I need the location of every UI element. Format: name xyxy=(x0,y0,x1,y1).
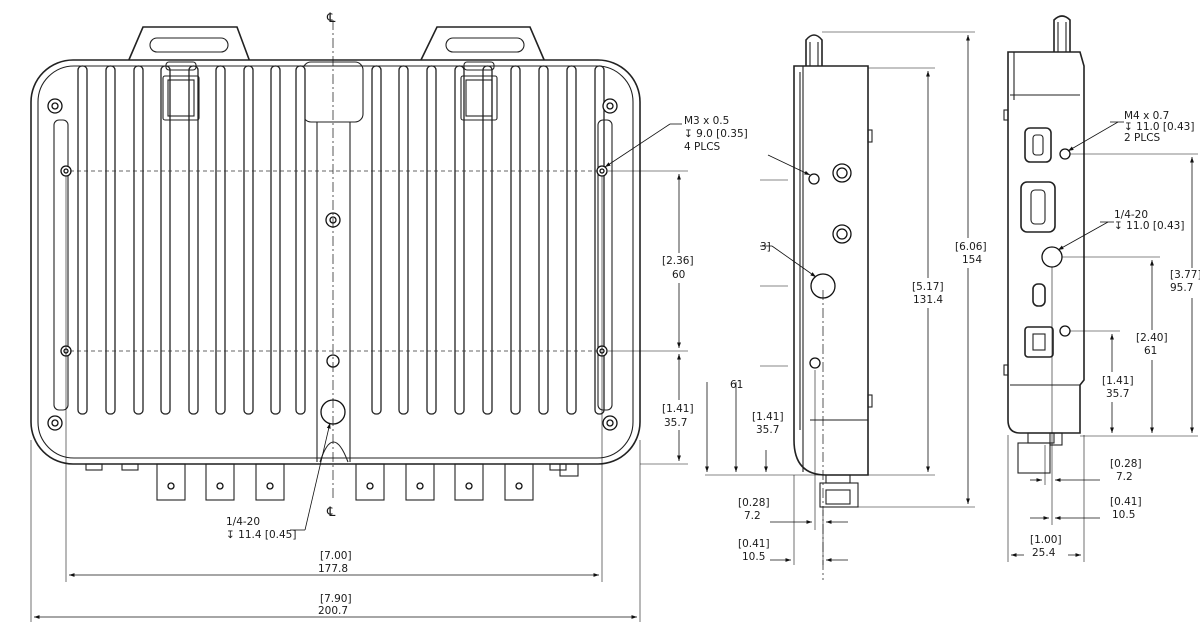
side-dim-61: 61 xyxy=(730,379,743,391)
side-dim-6-06-inch: [6.06] xyxy=(955,241,987,253)
end-dim-61-mm: 61 xyxy=(1144,345,1157,357)
dim-60-mm: 60 xyxy=(672,269,685,281)
cooling-fin xyxy=(510,65,521,415)
end-dim-1-00-inch: [1.00] xyxy=(1030,534,1062,546)
cooling-fin xyxy=(454,65,465,415)
cooling-fin xyxy=(371,65,382,415)
connector xyxy=(205,463,235,501)
centerline-symbol-bottom: ℄ xyxy=(326,505,336,520)
front-view: ℄ ℄ [2.36] 60 [1.41] 35.7 M3 x 0.5 ↧ 9.0… xyxy=(30,11,748,622)
handle-left xyxy=(126,26,252,63)
cooling-fin xyxy=(105,65,116,415)
cooling-fin xyxy=(243,65,254,415)
end-dim-95-7-mm: 95.7 xyxy=(1170,282,1193,294)
cooling-fin xyxy=(77,65,88,415)
corner-screws xyxy=(47,98,618,431)
callout-m3-line3: 4 PLCS xyxy=(684,141,721,153)
dim-1-41-inch: [1.41] xyxy=(662,403,694,415)
connector xyxy=(405,463,435,501)
callout-end-quarter-line2: ↧ 11.0 [0.43] xyxy=(1114,220,1184,232)
cooling-fin xyxy=(566,65,577,415)
connector xyxy=(255,463,285,501)
end-view: M4 x 0.7 ↧ 11.0 [0.43] 2 PLCS 1/4-20 ↧ 1… xyxy=(1003,15,1200,562)
end-dim-2-40-inch: [2.40] xyxy=(1136,332,1168,344)
cooling-fin xyxy=(160,65,171,415)
dim-200-7-mm: 200.7 xyxy=(318,605,348,617)
end-dim-7-2-mm: 7.2 xyxy=(1116,471,1133,483)
connector xyxy=(504,463,534,501)
cooling-fin xyxy=(270,65,281,415)
cooling-fin xyxy=(215,65,226,415)
cooling-fin xyxy=(426,65,437,415)
centerline-symbol-top: ℄ xyxy=(326,11,336,26)
dim-35-7-mm: 35.7 xyxy=(664,417,687,429)
quarter-20-hole-end xyxy=(1041,246,1063,268)
connector xyxy=(355,463,385,501)
side-dim-154-mm: 154 xyxy=(962,254,982,266)
side-dim-0-41-inch: [0.41] xyxy=(738,538,770,550)
handle-right xyxy=(418,26,547,63)
side-view: 3] 61 [1.41] 35.7 [5.17] 131.4 [6.06] 15… xyxy=(705,31,990,580)
dim-2-36-inch: [2.36] xyxy=(662,255,694,267)
cooling-fin xyxy=(538,65,549,415)
callout-m4-line1: M4 x 0.7 xyxy=(1124,110,1169,122)
end-dim-25-4-mm: 25.4 xyxy=(1032,547,1056,559)
callout-m3-line2: ↧ 9.0 [0.35] xyxy=(684,128,748,140)
connector xyxy=(156,463,186,501)
side-body-outline xyxy=(793,65,869,476)
side-callout-partial: 3] xyxy=(760,241,771,253)
side-dim-7-2-mm: 7.2 xyxy=(744,510,761,522)
bottom-connectors xyxy=(156,463,534,501)
callout-end-quarter-line1: 1/4-20 xyxy=(1114,209,1148,221)
cooling-fin xyxy=(295,65,306,415)
end-dim-0-28-inch: [0.28] xyxy=(1110,458,1142,470)
end-ports xyxy=(1020,127,1056,358)
cooling-fin xyxy=(133,65,144,415)
callout-quarter-line2: ↧ 11.4 [0.45] xyxy=(226,529,296,541)
cooling-fin xyxy=(188,65,199,415)
callout-m4-line3: 2 PLCS xyxy=(1124,132,1161,144)
cooling-fin xyxy=(398,65,409,415)
side-dim-1-41-inch: [1.41] xyxy=(752,411,784,423)
end-dim-10-5-mm: 10.5 xyxy=(1112,509,1135,521)
side-dim-131-4-mm: 131.4 xyxy=(913,294,943,306)
dim-177-8-mm: 177.8 xyxy=(318,563,348,575)
end-dim-0-41-inch: [0.41] xyxy=(1110,496,1142,508)
side-dim-35-7-mm: 35.7 xyxy=(756,424,779,436)
side-dim-0-28-inch: [0.28] xyxy=(738,497,770,509)
dim-7-90-inch: [7.90] xyxy=(320,593,352,605)
front-body-inner xyxy=(37,65,634,459)
end-dim-3-77-inch: [3.77] xyxy=(1170,269,1200,281)
cooling-fin xyxy=(594,65,605,415)
side-dim-5-17-inch: [5.17] xyxy=(912,281,944,293)
end-dim-35-7-mm: 35.7 xyxy=(1106,388,1129,400)
cooling-fin xyxy=(482,65,493,415)
side-dim-10-5-mm: 10.5 xyxy=(742,551,765,563)
cooling-fins xyxy=(77,65,605,415)
dim-7-00-inch: [7.00] xyxy=(320,550,352,562)
end-dim-1-41-inch: [1.41] xyxy=(1102,375,1134,387)
end-body-outline xyxy=(1007,51,1085,434)
callout-m3-line1: M3 x 0.5 xyxy=(684,115,729,127)
callout-quarter-line1: 1/4-20 xyxy=(226,516,260,528)
callout-m4-line2: ↧ 11.0 [0.43] xyxy=(1124,121,1194,133)
connector xyxy=(454,463,484,501)
